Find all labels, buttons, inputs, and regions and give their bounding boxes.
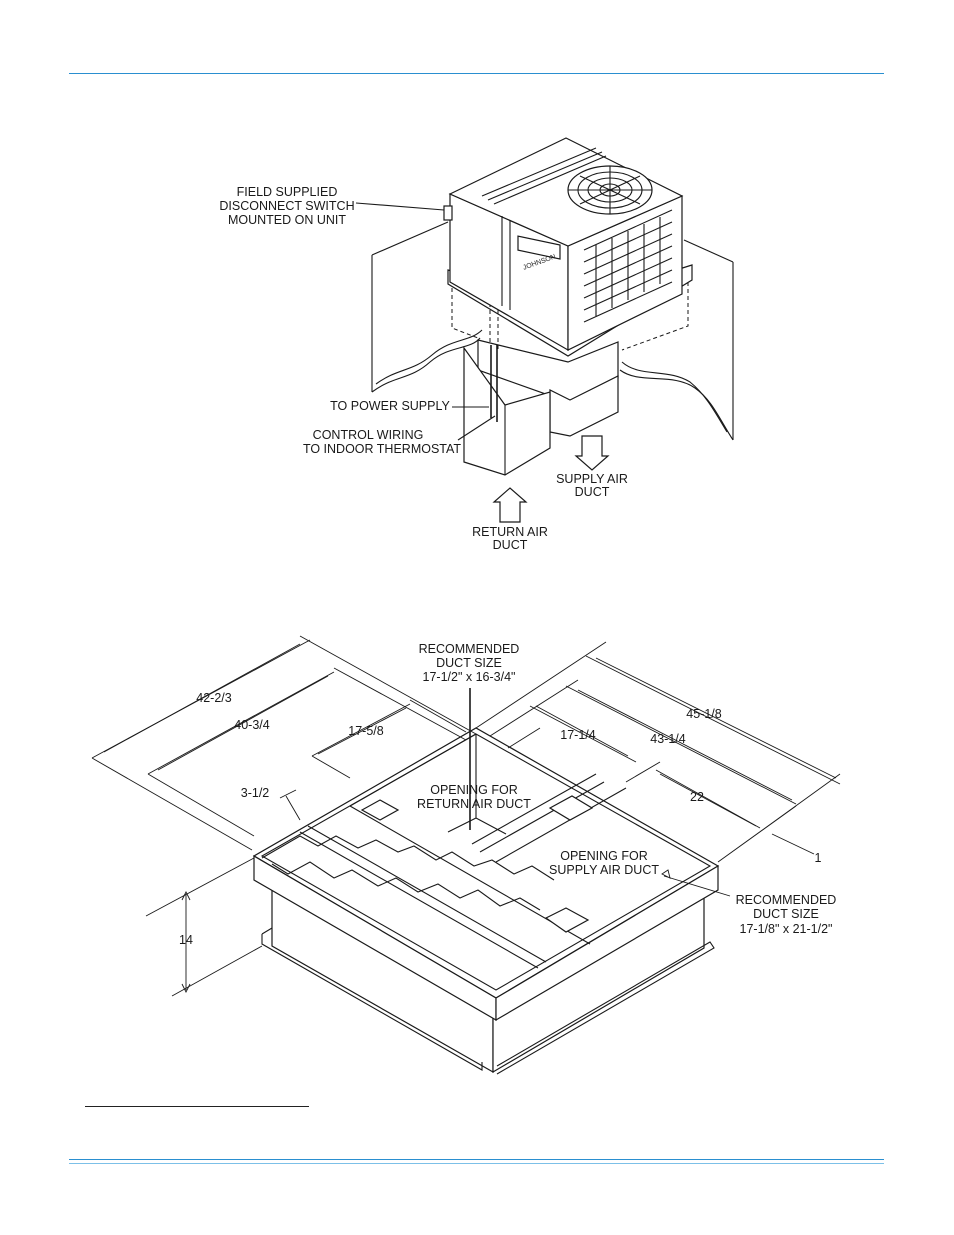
rec-supply-1: RECOMMENDED [736, 893, 837, 907]
dim-lines-right [529, 655, 841, 829]
rec-supply-2: DUCT SIZE [753, 907, 819, 921]
dim-45-1-8: 45-1/8 [686, 707, 721, 721]
dim-40-3-4: 40-3/4 [234, 718, 269, 732]
rec-return-1: RECOMMENDED [419, 642, 520, 656]
rooftop-unit-illustration [355, 137, 734, 523]
rec-supply-leader [661, 869, 731, 897]
dim-height [145, 857, 263, 997]
power-conduit [490, 345, 498, 422]
label-disconnect-3: MOUNTED ON UNIT [228, 213, 346, 227]
rec-return-2: DUCT SIZE [436, 656, 502, 670]
label-return-2: DUCT [493, 538, 528, 552]
curb-cross-rail [299, 825, 547, 969]
control-leader [457, 415, 496, 441]
dim-3-1-2: 3-1/2 [241, 786, 270, 800]
label-power-supply: TO POWER SUPPLY [330, 399, 450, 413]
return-arrow [492, 487, 528, 523]
label-supply-1: SUPPLY AIR [556, 472, 628, 486]
roof-cut-right [683, 239, 734, 440]
dim-1: 1 [815, 851, 822, 865]
rec-return-3: 17-1/2" x 16-3/4" [423, 670, 516, 684]
footer-rule-secondary [69, 1163, 884, 1164]
dim-22: 22 [690, 790, 704, 804]
dim-17-5-8: 17-5/8 [348, 724, 383, 738]
return-opening [447, 734, 507, 835]
opening-return-2: RETURN AIR DUCT [417, 797, 531, 811]
curb-rail-right [495, 864, 719, 1022]
footnote-rule [85, 1106, 309, 1107]
label-return-1: RETURN AIR [472, 525, 548, 539]
opening-return-1: OPENING FOR [430, 783, 518, 797]
unit-top-panel [448, 137, 684, 247]
supply-arrow [574, 435, 610, 471]
opening-supply-1: OPENING FOR [560, 849, 648, 863]
header-rule [69, 73, 884, 74]
label-control-2: TO INDOOR THERMOSTAT [303, 442, 461, 456]
label-disconnect-2: DISCONNECT SWITCH [219, 199, 354, 213]
dim-17-1-4: 17-1/4 [560, 728, 595, 742]
footer-rule [69, 1159, 884, 1160]
label-supply-2: DUCT [575, 485, 610, 499]
brand-badge [517, 235, 561, 260]
label-disconnect-1: FIELD SUPPLIED [237, 185, 338, 199]
condenser-grille [583, 209, 673, 323]
label-control-1: CONTROL WIRING [313, 428, 424, 442]
disconnect-leader [355, 202, 445, 211]
opening-supply-2: SUPPLY AIR DUCT [549, 863, 659, 877]
disconnect-switch [443, 205, 453, 221]
dim-42-2-3: 42-2/3 [196, 691, 231, 705]
roof-curb-illustration [91, 635, 841, 1075]
dim-43-1-4: 43-1/4 [650, 732, 685, 746]
roof-cut-left [371, 221, 449, 392]
dim-14: 14 [179, 933, 193, 947]
rec-supply-3: 17-1/8" x 21-1/2" [740, 922, 833, 936]
